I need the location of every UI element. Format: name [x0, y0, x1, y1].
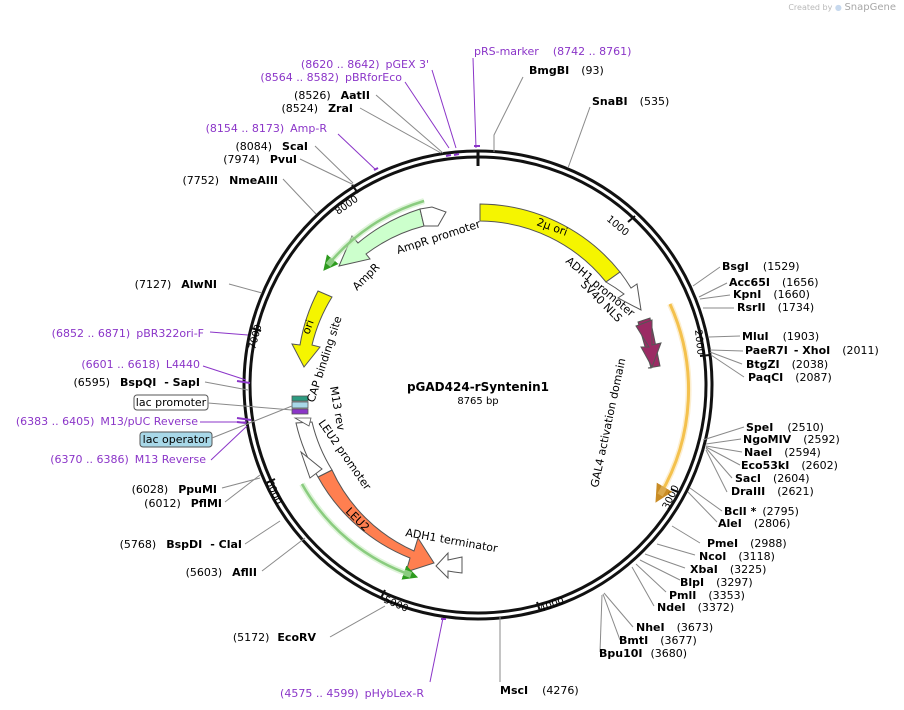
site-btgzi[interactable]: BtgZI(2038)	[746, 358, 828, 371]
site-rsrii[interactable]: RsrII(1734)	[737, 301, 814, 314]
scale-ticks	[250, 184, 711, 612]
snapgene-credit: Created by ● SnapGene	[788, 2, 896, 13]
site-draiii[interactable]: DraIII(2621)	[731, 485, 814, 498]
site-acc65i[interactable]: Acc65I(1656)	[729, 276, 819, 289]
site-ngomiv[interactable]: NgoMIV(2592)	[743, 433, 840, 446]
feature-m13-rev-arrow	[293, 417, 312, 427]
feature-leu2[interactable]	[317, 469, 435, 573]
site-naei[interactable]: NaeI(2594)	[744, 446, 821, 459]
primer-marks	[236, 145, 480, 620]
site-spei[interactable]: SpeI(2510)	[746, 421, 824, 434]
site-alwni[interactable]: (7127)AlwNI	[135, 278, 217, 291]
site-bmti[interactable]: BmtI(3677)	[619, 634, 697, 647]
tick-label-1000: 1000	[604, 214, 631, 239]
site-ncoi[interactable]: NcoI(3118)	[699, 550, 775, 563]
feature-gal4-ad[interactable]	[655, 303, 690, 503]
feature-adh1-terminator[interactable]	[435, 551, 463, 580]
feature-gal4-ad-glow	[657, 302, 692, 497]
lac-promoter-label: lac promoter	[136, 396, 207, 409]
site-bcli[interactable]: BclI *(2795)	[724, 505, 799, 518]
primer-l4440[interactable]: (6601 .. 6618)L4440	[81, 358, 200, 371]
site-bspdi-clai[interactable]: (5768)BspDI- ClaI	[120, 538, 242, 551]
feature-label-ori: ori	[300, 318, 317, 336]
feature-lac-promoter-box[interactable]	[291, 408, 309, 415]
plasmid-title: pGAD424-rSyntenin1	[407, 380, 549, 394]
primer-phyblex-r[interactable]: (4575 .. 4599)pHybLex-R	[280, 687, 424, 700]
primer-amp-r[interactable]: (8154 .. 8173)Amp-R	[206, 122, 328, 135]
primer-pbrforeco[interactable]: (8564 .. 8582)pBRforEco	[260, 71, 402, 84]
feature-leu2-cds-line	[300, 483, 419, 580]
tick-label-5000: 5000	[382, 595, 410, 615]
primer-pbr322ori-f[interactable]: (6852 .. 6871)pBR322ori-F	[52, 327, 204, 340]
feature-ampr-promoter[interactable]	[419, 206, 447, 227]
site-saci[interactable]: SacI(2604)	[735, 472, 810, 485]
primer-m13-reverse[interactable]: (6370 .. 6386)M13 Reverse	[50, 453, 206, 466]
feature-ampr[interactable]	[338, 208, 425, 267]
site-paqci[interactable]: PaqCI(2087)	[748, 371, 832, 384]
site-eco53ki[interactable]: Eco53kI(2602)	[741, 459, 838, 472]
tick-label-4000: 4000	[538, 596, 566, 615]
feature-lac-operator-box[interactable]	[291, 401, 309, 409]
primer-prs-marker[interactable]: pRS-marker(8742 .. 8761)	[474, 45, 631, 58]
site-snabi[interactable]: SnaBI(535)	[592, 95, 669, 108]
primer-leaders	[200, 57, 477, 683]
primer-pgex3[interactable]: (8620 .. 8642)pGEX 3'	[301, 58, 429, 71]
site-paer7i-xhoi[interactable]: PaeR7I- XhoI(2011)	[745, 344, 879, 357]
site-nmeaiii[interactable]: (7752)NmeAIII	[183, 174, 279, 187]
feature-label-gal4-ad: GAL4 activation domain	[588, 357, 628, 489]
feature-cap-site-box[interactable]	[291, 395, 309, 402]
primer-m13-puc-reverse[interactable]: (6383 .. 6405)M13/pUC Reverse	[16, 415, 198, 428]
feature-adh1-promoter[interactable]	[605, 271, 642, 311]
site-bspqi-sapi[interactable]: (6595)BspQI- SapI	[73, 376, 200, 389]
feature-label-ampr: AmpR	[350, 260, 383, 293]
site-blpi[interactable]: BlpI(3297)	[680, 576, 753, 589]
lac-operator-label: lac operator	[143, 433, 210, 446]
lac-promoter-callout[interactable]: lac promoter	[133, 394, 293, 411]
credit-brand: SnapGene	[844, 2, 896, 13]
site-alei[interactable]: AleI(2806)	[718, 517, 790, 530]
site-ndei[interactable]: NdeI(3372)	[657, 601, 734, 614]
site-ppumi[interactable]: (6028)PpuMI	[132, 483, 217, 496]
site-aflii[interactable]: (5603)AflII	[186, 566, 257, 579]
feature-2u-ori[interactable]	[479, 203, 621, 283]
site-pvui[interactable]: (7974)PvuI	[223, 153, 297, 166]
feature-ampr-cds-glow	[325, 198, 425, 267]
credit-prefix: Created by	[788, 3, 833, 12]
site-kpni[interactable]: KpnI(1660)	[733, 288, 810, 301]
site-zrai[interactable]: (8524)ZraI	[282, 102, 354, 115]
plasmid-length: 8765 bp	[457, 396, 498, 407]
site-bmgbi[interactable]: BmgBI(93)	[529, 64, 604, 77]
feature-sv40-nls-arrow	[635, 319, 662, 369]
site-bsgi[interactable]: BsgI(1529)	[722, 260, 799, 273]
site-leaders	[204, 76, 745, 682]
site-msci[interactable]: MscI(4276)	[500, 684, 579, 697]
site-bpu10i[interactable]: Bpu10I(3680)	[599, 647, 687, 660]
site-mlui[interactable]: MluI(1903)	[742, 330, 819, 343]
site-scai[interactable]: (8084)ScaI	[235, 140, 308, 153]
feature-ori[interactable]	[291, 290, 333, 368]
site-aatii[interactable]: (8526)AatII	[294, 89, 370, 102]
snapgene-logo-icon: ●	[834, 3, 842, 12]
site-pmei[interactable]: PmeI(2988)	[707, 537, 787, 550]
feature-leu2-cds-glow	[299, 482, 412, 578]
site-pmli[interactable]: PmlI(3353)	[669, 589, 745, 602]
lac-operator-callout[interactable]: lac operator	[139, 405, 293, 448]
tick-label-6000: 6000	[263, 479, 283, 507]
tick-label-2000: 2000	[692, 329, 706, 355]
site-xbai[interactable]: XbaI(3225)	[690, 563, 766, 576]
site-ecorv[interactable]: (5172)EcoRV	[233, 631, 317, 644]
feature-leu2-promoter[interactable]	[295, 421, 333, 478]
site-nhei[interactable]: NheI(3673)	[636, 621, 713, 634]
site-pflmi[interactable]: (6012)PflMI	[144, 497, 222, 510]
feature-leu2-promoter-tip	[299, 450, 323, 479]
